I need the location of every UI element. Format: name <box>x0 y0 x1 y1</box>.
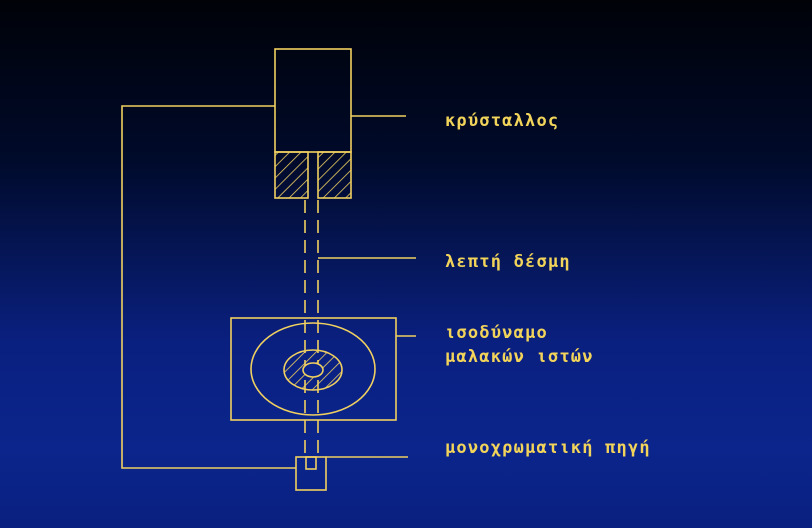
label-phantom-line1: ισοδύναμο <box>445 323 548 343</box>
collimator-left <box>274 151 309 199</box>
collimator-right <box>317 151 352 199</box>
phantom-ellipse <box>250 322 376 416</box>
crystal-block <box>274 48 352 153</box>
phantom-box <box>230 317 397 421</box>
connecting-wire <box>121 105 296 469</box>
source-block <box>295 456 327 491</box>
label-beam: λεπτή δέσμη <box>445 252 571 272</box>
label-crystal: κρύσταλλος <box>445 111 559 131</box>
label-phantom-line2: μαλακών ιστών <box>445 347 594 367</box>
source-aperture <box>305 456 317 470</box>
label-source: μονοχρωματική πηγή <box>445 438 651 458</box>
phantom-core-hole <box>302 362 324 378</box>
